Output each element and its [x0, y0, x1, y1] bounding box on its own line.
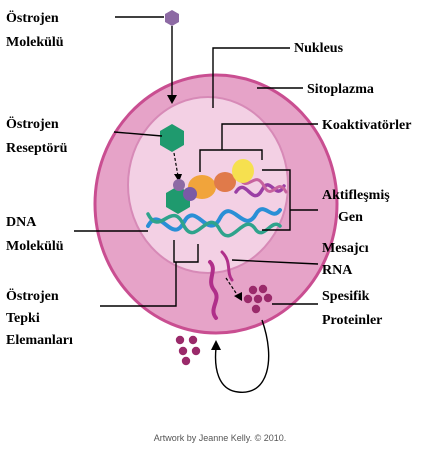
label-estrogen-molecule: Östrojen Molekülü — [6, 9, 64, 50]
label-response-elements: Östrojen Tepki Elemanları — [6, 287, 73, 348]
label-dna-molecule: DNA Molekülü — [6, 215, 64, 254]
coactivator-yellow — [232, 159, 254, 183]
artwork-credit: Artwork by Jeanne Kelly. © 2010. — [154, 433, 287, 443]
bound-estrogen-icon — [173, 179, 185, 191]
coactivator-purple — [183, 187, 197, 201]
label-nucleus: Nukleus — [294, 41, 344, 56]
label-messenger-rna: Mesajcı RNA — [322, 241, 372, 278]
label-specific-proteins: Spesifik Proteinler — [322, 289, 382, 328]
export-arrow-head — [211, 340, 221, 350]
label-coactivators: Koaktivatörler — [322, 118, 411, 133]
label-cytoplasm: Sitoplazma — [307, 82, 374, 97]
label-estrogen-receptor: Östrojen Reseptörü — [6, 115, 68, 156]
estrogen-molecule-icon — [165, 10, 179, 26]
secreted-proteins-cluster — [176, 336, 200, 365]
